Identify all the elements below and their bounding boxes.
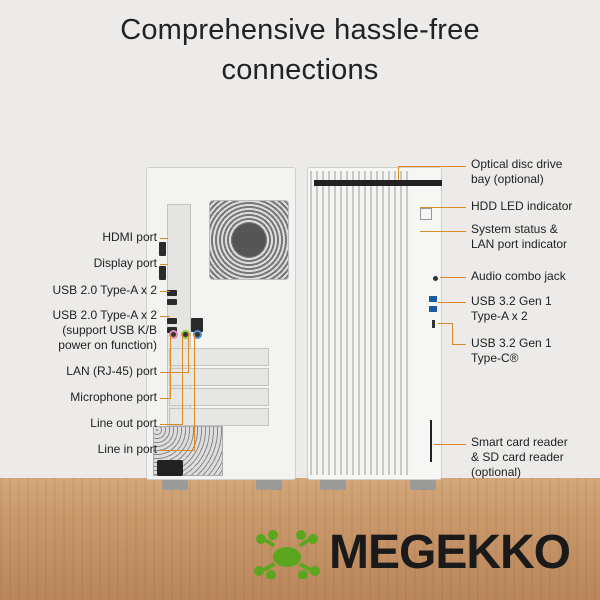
leader-usb20-a2 — [160, 316, 170, 317]
leader-usb32-a — [438, 302, 466, 303]
leader-microphone — [160, 398, 170, 399]
usb20-port-graphic-b — [167, 299, 177, 305]
leader-line-out-vertical — [182, 334, 183, 425]
megekko-logo: MEGEKKO — [251, 525, 591, 585]
front-grille — [310, 171, 410, 475]
label-line-out: Line out port — [90, 416, 157, 430]
hdmi-port-graphic — [159, 242, 166, 256]
leader-display — [160, 264, 168, 265]
leader-usb32-c — [438, 323, 452, 324]
power-button — [420, 208, 432, 220]
leader-line-out — [160, 424, 182, 425]
label-card-reader-line1: Smart card reader — [471, 435, 568, 449]
card-reader-slot-graphic — [430, 420, 432, 462]
leader-usb20-a — [160, 291, 170, 292]
label-usb32-c-line1: USB 3.2 Gen 1 — [471, 336, 552, 350]
label-display: Display port — [93, 256, 157, 270]
chassis-foot — [162, 480, 188, 490]
expansion-slot — [169, 348, 269, 366]
label-usb32-c-line2: Type-C® — [471, 351, 519, 365]
label-usb20-a2-line1: USB 2.0 Type-A x 2 — [52, 308, 157, 322]
label-optical-line2: bay (optional) — [471, 172, 544, 186]
background-wall — [0, 0, 600, 478]
label-usb32-a-line2: Type-A x 2 — [471, 309, 528, 323]
label-microphone: Microphone port — [70, 390, 157, 404]
frog-icon — [254, 530, 320, 579]
leader-card-reader — [434, 444, 466, 445]
leader-audio-combo — [440, 277, 466, 278]
label-optical-line1: Optical disc drive — [471, 157, 563, 171]
chassis-foot — [320, 480, 346, 490]
rear-fan-grille — [209, 200, 289, 280]
chassis-foot — [256, 480, 282, 490]
leader-microphone-vertical — [170, 334, 171, 399]
headline: Comprehensive hassle-free connections — [0, 10, 600, 90]
chassis-foot — [410, 480, 436, 490]
label-hdmi: HDMI port — [102, 230, 157, 244]
label-lan: LAN (RJ-45) port — [66, 364, 157, 378]
usb32-a-graphic — [429, 296, 437, 302]
expansion-slot — [169, 408, 269, 426]
label-hdd-led: HDD LED indicator — [471, 199, 573, 213]
leader-line-in-vertical — [194, 334, 195, 451]
leader-usb32-c-end — [452, 344, 466, 345]
label-status-line2: LAN port indicator — [471, 237, 568, 251]
expansion-slot — [169, 388, 269, 406]
optical-drive-bay — [314, 180, 442, 186]
logo-wordmark: MEGEKKO — [329, 526, 571, 579]
leader-hdd-led — [420, 207, 466, 208]
pc-back-panel — [146, 167, 296, 480]
label-usb32-a-line1: USB 3.2 Gen 1 — [471, 294, 552, 308]
power-inlet — [157, 460, 183, 476]
headline-line-1: Comprehensive hassle-free — [120, 14, 480, 46]
label-card-reader-line3: (optional) — [471, 465, 522, 479]
headline-line-2: connections — [221, 54, 379, 86]
leader-lan — [160, 372, 188, 373]
label-status-line1: System status & — [471, 222, 558, 236]
usb20-port-graphic-a — [167, 290, 177, 296]
leader-usb32-c-vertical — [452, 323, 453, 345]
label-usb20-a2-line2: (support USB K/B — [62, 323, 157, 337]
usb32-c-graphic — [432, 320, 435, 328]
usb32-a-graphic — [429, 306, 437, 312]
audio-combo-jack-graphic — [433, 276, 438, 281]
leader-optical-vertical — [398, 166, 399, 180]
display-port-graphic — [159, 266, 166, 280]
leader-optical — [398, 166, 466, 167]
leader-hdmi — [160, 238, 168, 239]
label-usb20-a: USB 2.0 Type-A x 2 — [52, 283, 157, 297]
leader-status — [420, 231, 466, 232]
label-usb20-a2-line3: power on function) — [58, 338, 157, 352]
lan-port-graphic — [191, 318, 203, 332]
label-line-in: Line in port — [97, 442, 157, 456]
usb20-port-graphic-c — [167, 318, 177, 324]
leader-lan-vertical — [188, 333, 189, 373]
label-audio-combo: Audio combo jack — [471, 269, 566, 283]
label-card-reader-line2: & SD card reader — [471, 450, 564, 464]
leader-line-in — [160, 450, 194, 451]
pc-front-panel — [307, 167, 442, 480]
expansion-slot — [169, 368, 269, 386]
